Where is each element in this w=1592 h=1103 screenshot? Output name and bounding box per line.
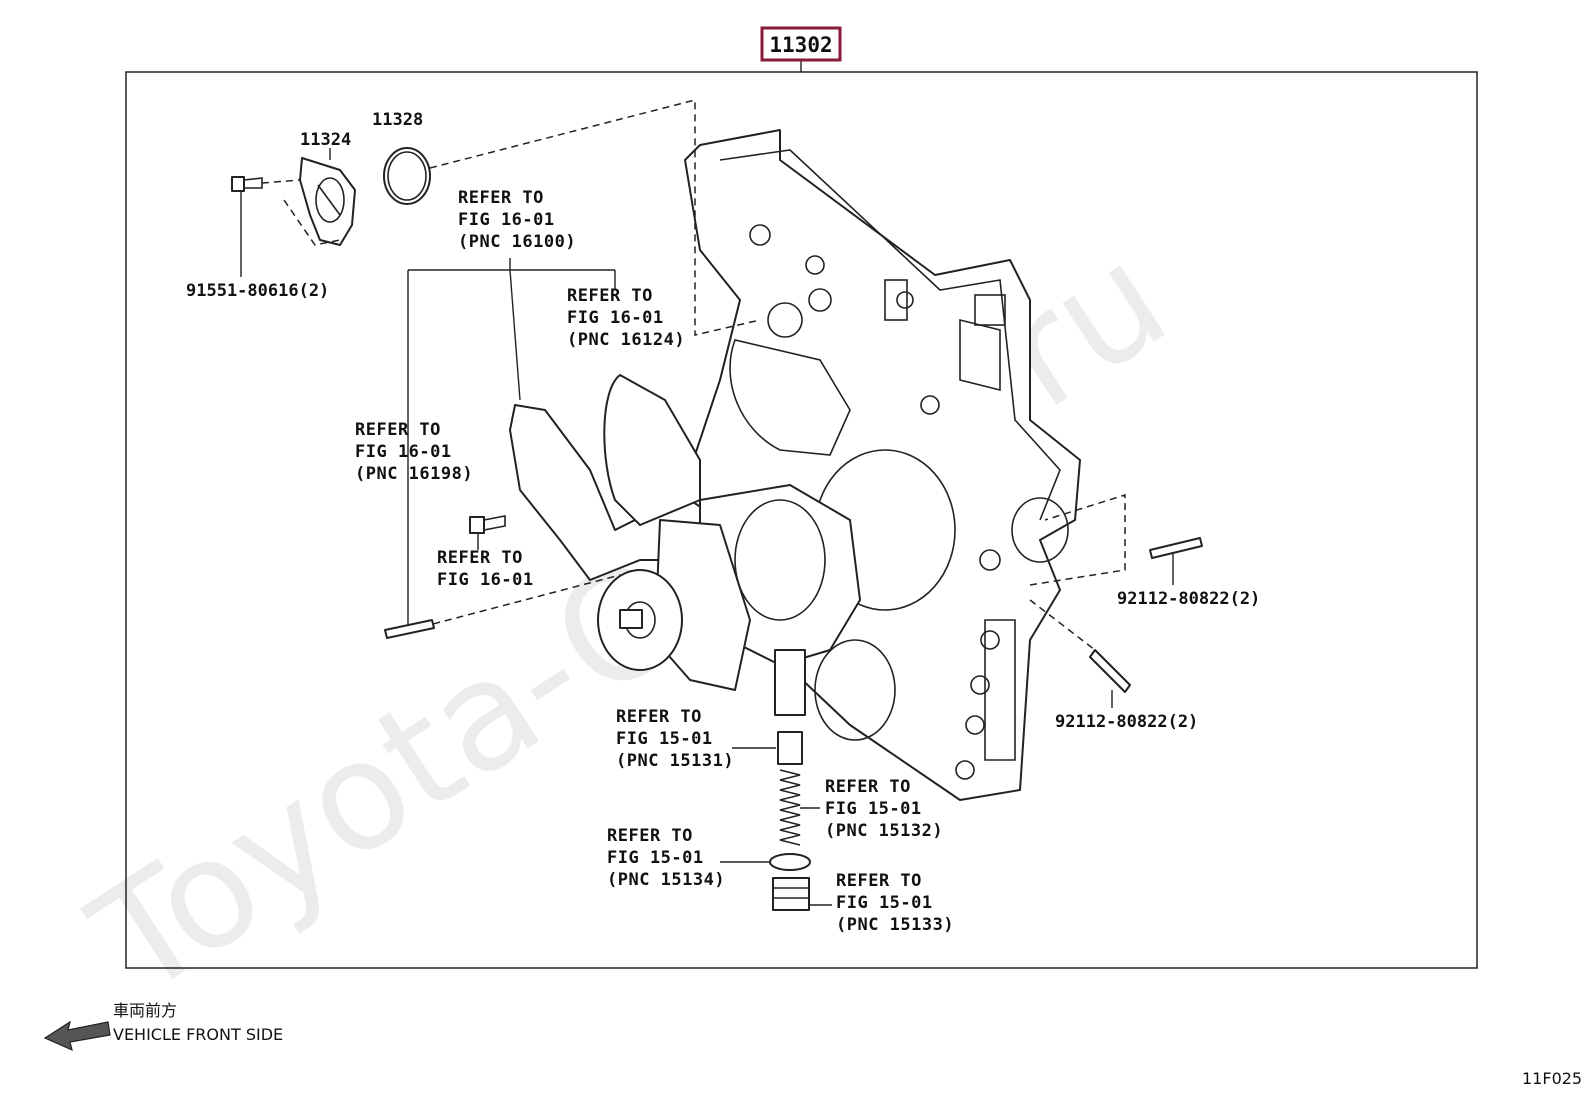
refer-15134-line1: REFER TO bbox=[607, 826, 693, 846]
refer-16100-line1: REFER TO bbox=[458, 188, 544, 208]
refer-16198-line1: REFER TO bbox=[355, 420, 441, 440]
water-pump-bolt[interactable] bbox=[469, 515, 506, 534]
refer-label-16198[interactable]: REFER TO FIG 16-01 (PNC 16198) bbox=[355, 420, 473, 484]
part-number-91551[interactable]: 91551-80616(2) bbox=[186, 281, 329, 301]
stud-right-upper[interactable] bbox=[1149, 537, 1203, 559]
refer-15131-line1: REFER TO bbox=[616, 707, 702, 727]
bolt-91551[interactable] bbox=[231, 176, 263, 192]
refer-16100-line3: (PNC 16100) bbox=[458, 232, 576, 252]
refer-16100-line2: FIG 16-01 bbox=[458, 210, 555, 230]
refer-label-15132[interactable]: REFER TO FIG 15-01 (PNC 15132) bbox=[825, 777, 943, 841]
refer-16124-line2: FIG 16-01 bbox=[567, 308, 664, 328]
refer-16198-line3: (PNC 16198) bbox=[355, 464, 473, 484]
refer-label-15134[interactable]: REFER TO FIG 15-01 (PNC 15134) bbox=[607, 826, 725, 890]
refer-label-15131[interactable]: REFER TO FIG 15-01 (PNC 15131) bbox=[616, 707, 734, 771]
front-direction-arrow-icon bbox=[43, 1020, 111, 1052]
refer-label-16124[interactable]: REFER TO FIG 16-01 (PNC 16124) bbox=[567, 286, 685, 350]
relief-valve-plunger[interactable] bbox=[777, 731, 803, 765]
figure-code: 11F025 bbox=[1522, 1069, 1582, 1088]
refer-label-15133[interactable]: REFER TO FIG 15-01 (PNC 15133) bbox=[836, 871, 954, 935]
refer-15134-line3: (PNC 15134) bbox=[607, 870, 725, 890]
refer-label-bolt[interactable]: REFER TO FIG 16-01 bbox=[437, 548, 534, 590]
refer-16198-line2: FIG 16-01 bbox=[355, 442, 452, 462]
stud-left[interactable] bbox=[384, 619, 435, 639]
refer-15132-line1: REFER TO bbox=[825, 777, 911, 797]
direction-label-en: VEHICLE FRONT SIDE bbox=[113, 1025, 283, 1044]
refer-16124-line1: REFER TO bbox=[567, 286, 653, 306]
cover-plate-11324[interactable] bbox=[299, 157, 356, 246]
refer-15131-line3: (PNC 15131) bbox=[616, 751, 734, 771]
refer-15133-line3: (PNC 15133) bbox=[836, 915, 954, 935]
stud-right-lower[interactable] bbox=[1089, 649, 1131, 693]
part-number-11324[interactable]: 11324 bbox=[300, 130, 351, 150]
refer-label-16100[interactable]: REFER TO FIG 16-01 (PNC 16100) bbox=[458, 188, 576, 252]
refer-15131-line2: FIG 15-01 bbox=[616, 729, 713, 749]
timing-chain-cover[interactable] bbox=[684, 129, 1081, 801]
relief-valve-plug[interactable] bbox=[772, 877, 810, 911]
refer-15133-line1: REFER TO bbox=[836, 871, 922, 891]
oil-seal-11328[interactable] bbox=[383, 147, 431, 205]
main-part-number[interactable]: 11302 bbox=[760, 26, 842, 62]
part-number-92112-lower[interactable]: 92112-80822(2) bbox=[1055, 712, 1198, 732]
refer-bolt-line2: FIG 16-01 bbox=[437, 570, 534, 590]
refer-15132-line3: (PNC 15132) bbox=[825, 821, 943, 841]
main-part-number-label: 11302 bbox=[769, 33, 832, 57]
relief-valve-gasket[interactable] bbox=[769, 853, 811, 871]
main-part-number-box bbox=[760, 26, 842, 62]
refer-15132-line2: FIG 15-01 bbox=[825, 799, 922, 819]
relief-valve-spring[interactable] bbox=[779, 769, 801, 846]
refer-15133-line2: FIG 15-01 bbox=[836, 893, 933, 913]
part-number-11328[interactable]: 11328 bbox=[372, 110, 423, 130]
refer-16124-line3: (PNC 16124) bbox=[567, 330, 685, 350]
direction-label-jp: 車両前方 bbox=[113, 1001, 177, 1020]
refer-15134-line2: FIG 15-01 bbox=[607, 848, 704, 868]
water-pump[interactable] bbox=[597, 484, 861, 716]
refer-bolt-line1: REFER TO bbox=[437, 548, 523, 568]
part-number-92112-upper[interactable]: 92112-80822(2) bbox=[1117, 589, 1260, 609]
